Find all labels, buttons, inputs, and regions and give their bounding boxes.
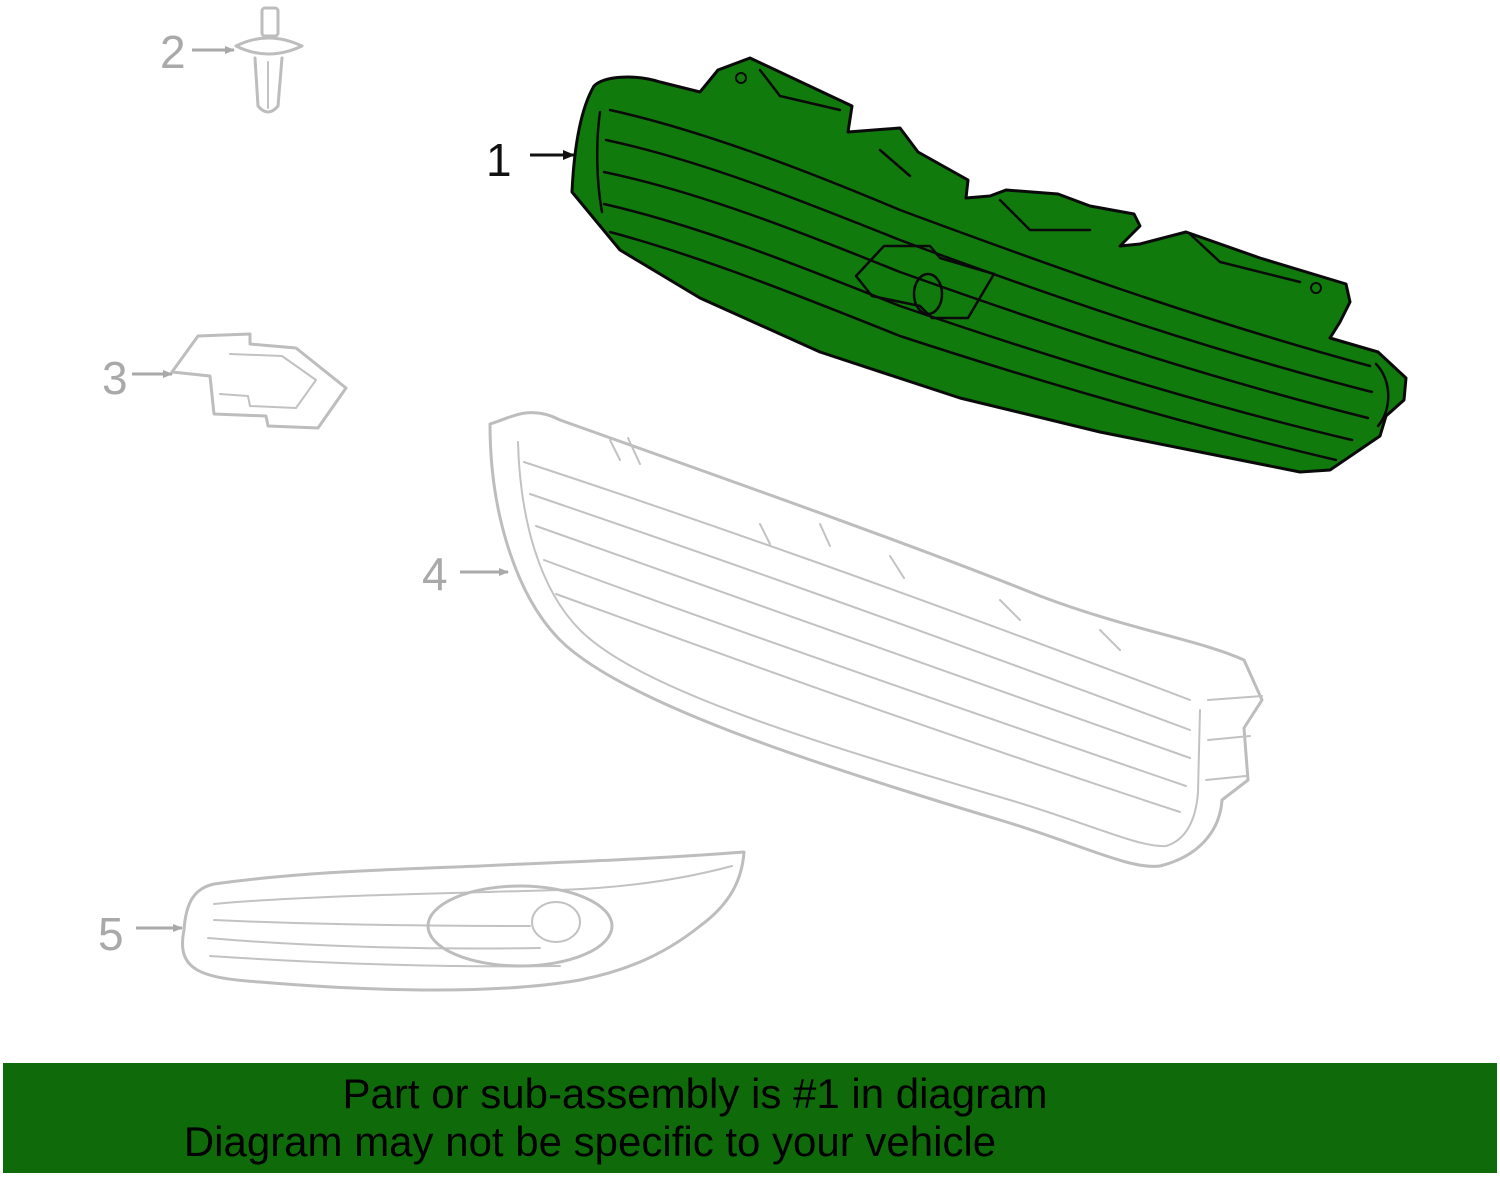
info-banner: Part or sub-assembly is #1 in diagram Di… (3, 1063, 1497, 1173)
part-2-retainer-clip (234, 6, 304, 114)
callout-5-label: 5 (98, 908, 124, 960)
part-1-upper-grille (570, 56, 1408, 474)
callout-1-label: 1 (486, 134, 512, 186)
callout-4-label: 4 (422, 548, 448, 600)
banner-line-1: Part or sub-assembly is #1 in diagram (342, 1070, 1048, 1117)
part-4-lower-grille (488, 411, 1264, 868)
part-5-fog-lamp-bezel (181, 850, 746, 992)
grille-body (570, 56, 1408, 474)
banner-line-2: Diagram may not be specific to your vehi… (183, 1118, 997, 1165)
part-3-emblem (170, 332, 348, 430)
callout-3-label: 3 (102, 352, 128, 404)
callout-2-label: 2 (160, 26, 186, 78)
